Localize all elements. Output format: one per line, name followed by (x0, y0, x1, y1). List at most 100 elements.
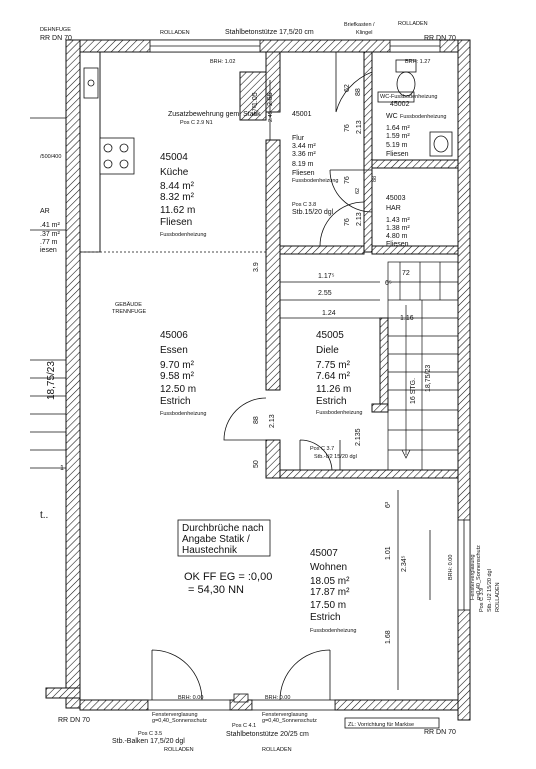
wall-flur-right (363, 51, 373, 253)
dim-255b: 2.55 (318, 290, 332, 297)
dim-88b: 88 (355, 88, 362, 96)
room-diele: 45005 Diele 7.75 m² 7.64 m² 11.26 m Estr… (316, 330, 362, 416)
room-wc-perim: 5.19 m (386, 142, 408, 149)
rolladen-side-label: ROLLADEN (495, 582, 501, 612)
left-frag-one: 1 (60, 465, 64, 472)
kitchen-fixtures (79, 51, 266, 253)
okff-label: OK FF EG = :0,00 (184, 571, 272, 583)
bottom-stb41: Stahlbetonstütze 20/25 cm (226, 731, 309, 738)
zusatz-line1: Zusatzbewehrung gem. Statik (168, 111, 261, 118)
room-wc-name: WC (386, 113, 398, 120)
pos37b-label: Stb.-U2 15/20 dgl (314, 454, 357, 460)
room-kueche-name: Küche (160, 167, 189, 178)
wall-central-low (265, 439, 281, 479)
room-har-perim: 4.80 m (386, 233, 408, 240)
top-labels: DEHNFUGE RR DN 70 ROLLADEN Stahlbetonstü… (40, 21, 456, 65)
washbasin-icon (429, 131, 453, 157)
rr-top-left: RR DN 70 (40, 35, 72, 42)
notes: Zusatzbewehrung gem. Statik Pos C 2.9 N1… (40, 111, 501, 612)
kitchen-counter (79, 51, 101, 253)
stairs (387, 261, 459, 471)
sink-icon (83, 67, 99, 99)
room-flur-floor: Fliesen (292, 170, 315, 177)
brh-side-label: BRH: 0.00 (448, 555, 454, 580)
room-flur-id: 45001 (292, 111, 312, 118)
room-essen-m1: 9.70 m² (160, 360, 195, 371)
dim-76a: 76 (344, 124, 351, 132)
dim-117: 1.17⁵ (318, 273, 335, 280)
stove-icon (99, 137, 135, 175)
left-frag-ar: AR (40, 208, 50, 215)
left-frag-m1: .41 m² (40, 222, 61, 229)
room-diele-floor: Estrich (316, 396, 347, 407)
dim-76b: 76 (344, 176, 351, 184)
left-frag-m2: .37 m² (40, 231, 61, 238)
bottom-fenster2: Fensterverglasung (262, 712, 308, 718)
wall-har-bottom (371, 245, 459, 255)
wall-bottom-left (79, 699, 149, 711)
stb39-label: Stb.-U2 15/20 dgl (487, 569, 493, 612)
wall-central (265, 139, 281, 391)
room-diele-m1: 7.75 m² (316, 360, 351, 371)
dehnfuge-label: DEHNFUGE (40, 27, 71, 33)
bottom-fenster1: Fensterverglasung (152, 712, 198, 718)
room-wc-m2: 1.59 m² (386, 133, 410, 140)
bottom-brh-left: BRH: 0.00 (178, 695, 203, 701)
dim-2135: 2.135 (355, 428, 362, 446)
room-essen-m2: 9.58 m² (160, 371, 195, 382)
room-wohnen-m1: 18.05 m² (310, 576, 350, 587)
window-bottom-right (251, 699, 336, 711)
wall-stair (379, 317, 389, 413)
dim-376: 3.76 (252, 105, 258, 116)
zusatz-line2: Pos C 2.9 N1 (180, 120, 213, 126)
column-bottom (233, 693, 249, 703)
left-frag-stair: 18,75/23 (46, 361, 57, 400)
door-essen (223, 397, 267, 441)
room-wc-m1: 1.64 m² (386, 125, 410, 132)
dim-213b: 2.13 (356, 120, 363, 134)
room-wohnen-perim: 17.50 m (310, 600, 346, 611)
door-har (329, 169, 373, 213)
stair-outline (387, 261, 459, 471)
room-wc-tag: WC-Fussbodenheizung (380, 94, 437, 100)
dim-213c: 2.13 (356, 212, 363, 226)
room-kueche-m2: 8.32 m² (160, 192, 195, 203)
dim-65: 6⁵ (385, 280, 392, 287)
left-frag-t: t.. (40, 510, 48, 521)
room-essen-heat: Fussbodenheizung (160, 411, 206, 417)
dim-88: 88 (253, 416, 260, 424)
room-essen-floor: Estrich (160, 396, 191, 407)
wall-left (65, 39, 81, 709)
left-frag-floor: iesen (40, 247, 57, 254)
dim-116: 1.16 (400, 315, 414, 322)
neighbour-stairs (30, 117, 66, 469)
room-flur-name: Flur (292, 135, 305, 142)
rr-top-right: RR DN 70 (424, 35, 456, 42)
dim-stg2: 18,75/23 (425, 365, 432, 392)
nn-label: = 54,30 NN (188, 584, 244, 596)
bottom-pos35: Pos C 3.5 (138, 731, 162, 737)
room-kueche-id: 45004 (160, 152, 188, 163)
bottom-stb35: Stb.-Balken 17,5/20 dgl (112, 738, 185, 745)
dim-124: 1.24 (322, 310, 336, 317)
dim-62b: 62 (355, 188, 361, 194)
room-diele-id: 45005 (316, 330, 344, 341)
doors (151, 52, 373, 701)
brh-top-right: BRH: 1.27 (405, 59, 430, 65)
brh-top-left: BRH: 1.02 (210, 59, 235, 65)
wall-diele-side (371, 403, 389, 413)
rolladen-top-right: ROLLADEN (398, 21, 428, 27)
markise-box (344, 717, 440, 729)
dim-245: 2.45 (268, 111, 274, 122)
room-wohnen-heat: Fussbodenheizung (310, 628, 356, 634)
room-essen-id: 45006 (160, 330, 188, 341)
room-wc-heatinline: Fussbodenheizung (400, 114, 446, 120)
door-wc (335, 52, 373, 113)
room-wohnen-id: 45007 (310, 548, 338, 559)
rolladen-top-left: ROLLADEN (160, 30, 190, 36)
room-wohnen-floor: Estrich (310, 612, 341, 623)
wall-shaft (239, 71, 267, 121)
room-diele-heat: Fussbodenheizung (316, 410, 362, 416)
door-flur (319, 201, 365, 247)
